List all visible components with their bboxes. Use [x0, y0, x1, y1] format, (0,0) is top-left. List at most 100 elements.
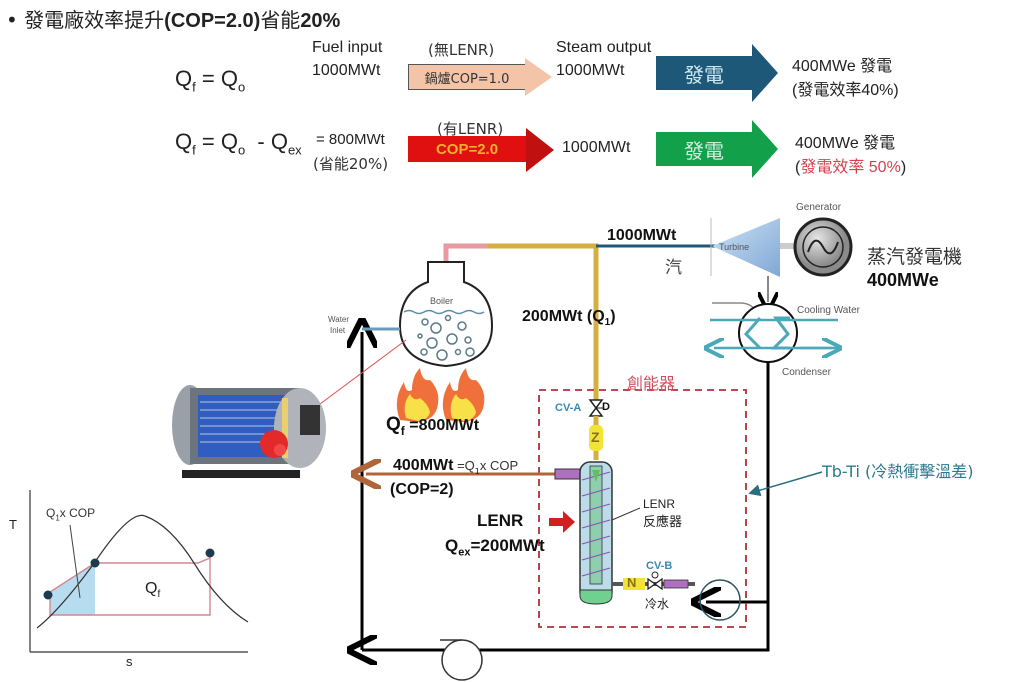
eq-text: = Q: [195, 129, 238, 154]
cooling-water-label: Cooling Water: [797, 305, 860, 316]
flame-icon: [396, 368, 485, 422]
cv-a-label: CV-A: [555, 402, 582, 414]
qf-q: Q: [386, 414, 401, 435]
eq-sub: f: [192, 142, 196, 158]
ann-q: Q: [46, 506, 56, 520]
cop-note: (COP=2): [390, 481, 454, 498]
water-inlet-line1: Water: [328, 315, 350, 324]
row2-steam-value: 1000MWt: [562, 139, 631, 156]
eq-q: Q: [175, 129, 193, 154]
energy-creator-box: [538, 389, 747, 628]
lenr-input-arrow: [549, 511, 575, 533]
q1-label: 200MWt (Q1): [522, 308, 616, 328]
row2-equation: Qf = Qo - Qex: [175, 129, 302, 157]
return-loop-line: [365, 362, 770, 652]
energy-creator-label: 創能器: [627, 374, 676, 393]
efficiency-50: 發電效率 50%: [800, 159, 901, 176]
reactor-label-1: LENR: [643, 497, 676, 511]
ts-chart: [29, 490, 249, 653]
row2-value: = 800MWt: [316, 131, 385, 148]
fuel-input-label: Fuel input: [312, 39, 383, 56]
formula: x COP: [479, 458, 519, 473]
return-power: 400MWt: [393, 457, 454, 474]
q1-close: ): [610, 308, 616, 325]
cold-water-pump-icon: [699, 579, 741, 621]
lenr-cop-label: COP=2.0: [435, 140, 499, 158]
row1-result-line1: 400MWe 發電: [792, 58, 893, 75]
title-bullet: •: [6, 8, 18, 32]
boiler-outlet-pipe: [443, 243, 488, 262]
pump-icon: [441, 639, 483, 681]
qf-sub: f: [157, 589, 161, 601]
cv-b-label: CV-B: [646, 560, 673, 572]
eq-text: - Q: [245, 129, 288, 154]
generator-name: 蒸汽發電機: [867, 246, 963, 268]
ts-qf-label: Qf: [145, 580, 160, 600]
eq-sub: ex: [287, 142, 302, 158]
boiler-cop-arrow: 鍋爐COP=1.0: [408, 58, 552, 96]
n-label: N: [627, 575, 637, 590]
qex-label: Qex=200MWt: [445, 536, 545, 558]
title-saving: 20%: [300, 10, 341, 32]
page-title: • 發電廠效率提升(COP=2.0)省能20%: [6, 4, 340, 33]
fuel-input-value: 1000MWt: [312, 62, 381, 79]
ts-point: [205, 548, 215, 558]
ts-point: [43, 590, 53, 600]
temp-diff-label: Tb-Ti (冷熱衝擊溫差): [822, 462, 974, 481]
ann-post: x COP: [59, 506, 96, 520]
turbine-icon: [712, 218, 780, 277]
paren: ): [900, 159, 907, 176]
generation-arrow-2: 發電: [656, 120, 780, 178]
generator-label: Generator: [796, 202, 842, 213]
boiler-icon: [398, 261, 494, 368]
title-mid: 省能: [260, 8, 301, 32]
formula: =Q: [453, 458, 475, 473]
ts-annotation-leader: [69, 524, 81, 599]
eq-text: = Q: [195, 66, 238, 91]
ts-x-label: s: [126, 654, 133, 669]
q1-text: 200MWt (Q: [522, 308, 605, 325]
steam-output-value: 1000MWt: [556, 62, 625, 79]
qex-q: Q: [445, 536, 459, 555]
reactor-label-2: 反應器: [643, 515, 683, 530]
steam-power-label: 1000MWt: [607, 227, 677, 244]
boiler-cop-label: 鍋爐COP=1.0: [424, 71, 510, 87]
qf-q: Q: [145, 580, 158, 597]
row1-result-line2: (發電效率40%): [792, 82, 899, 99]
eq-sub: o: [237, 142, 246, 158]
ann-sub: 1: [55, 513, 60, 523]
formula-sub: 1: [474, 466, 480, 476]
steam-output-label: Steam output: [556, 39, 652, 56]
with-lenr-label: (有LENR): [437, 120, 504, 138]
row2-saving: (省能20%): [313, 155, 389, 173]
steam-char: 汽: [665, 258, 682, 278]
ts-point: [90, 558, 100, 568]
generation-label: 發電: [684, 138, 724, 163]
industrial-boiler-image: [172, 385, 326, 478]
eq-q: Q: [175, 66, 193, 91]
qf-sub: f: [400, 423, 405, 438]
row2-result-line1: 400MWe 發電: [795, 135, 896, 152]
generation-arrow-1: 發電: [656, 44, 780, 102]
qf-label: Qf =800MWt: [386, 414, 479, 438]
lenr-label: LENR: [477, 511, 524, 530]
generation-label: 發電: [684, 62, 724, 87]
generator-output: 400MWe: [867, 270, 939, 290]
z-label: Z: [591, 429, 600, 445]
lenr-cop-arrow: COP=2.0: [408, 128, 554, 172]
turbine-label: Turbine: [719, 242, 750, 252]
no-lenr-label: (無LENR): [428, 41, 495, 59]
eq-sub: o: [237, 79, 246, 95]
title-cop: (COP=2.0): [164, 10, 261, 32]
valve-d-label: D: [602, 401, 610, 413]
row2-result-line2: (發電效率 50%): [795, 153, 906, 177]
cold-water-label: 冷水: [645, 597, 670, 611]
qex-value: =200MWt: [470, 536, 545, 555]
water-inlet-line2: Inlet: [330, 326, 346, 335]
title-prefix: 發電廠效率提升: [24, 8, 165, 32]
ts-annotation: Q1x COP: [46, 506, 95, 522]
ts-saturation-dome: [36, 514, 249, 629]
qex-sub: ex: [458, 546, 471, 559]
eq-sub: f: [192, 79, 196, 95]
boiler-label: Boiler: [430, 296, 454, 306]
